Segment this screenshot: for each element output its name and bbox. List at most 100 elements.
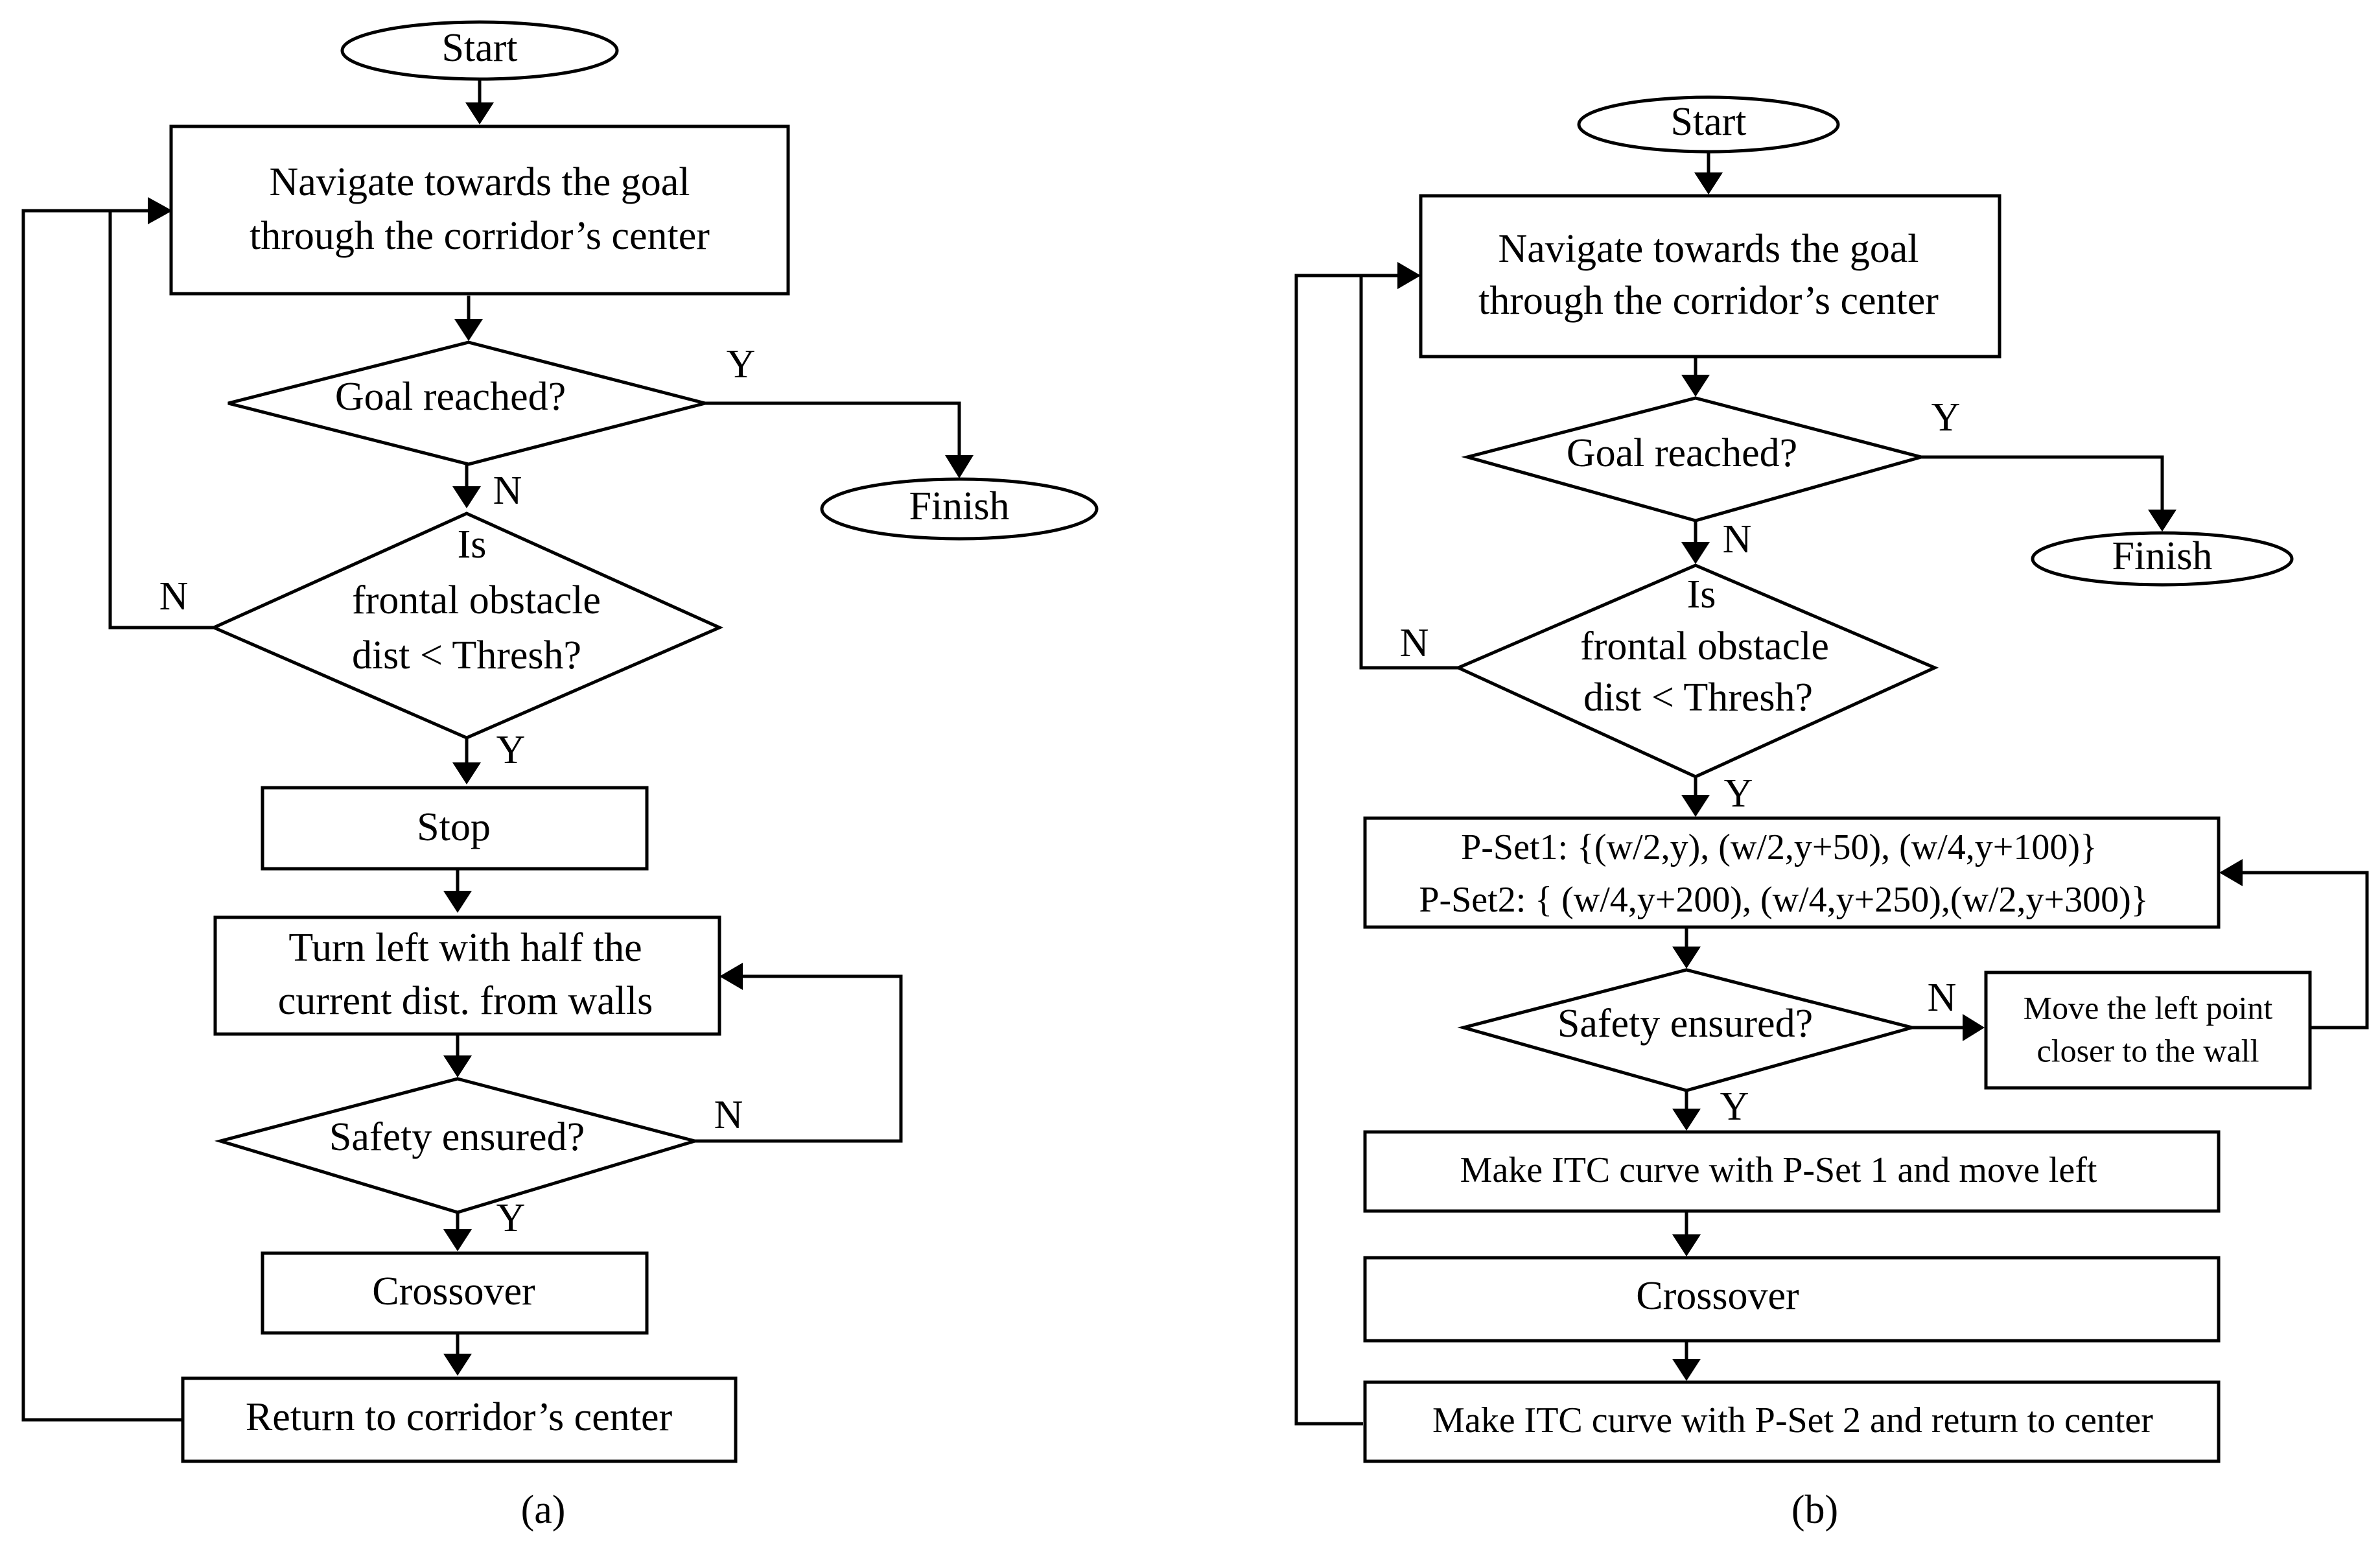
arrowhead-safety-a	[443, 1055, 472, 1077]
navigate-line2-a: through the corridor’s center	[250, 214, 710, 258]
obstacle-no-label-b: N	[1400, 621, 1429, 665]
turn-line1-a: Turn left with half the	[288, 926, 642, 970]
start-label-a: Start	[441, 26, 517, 70]
arrowhead-return-a	[443, 1354, 472, 1376]
goal-decision-a	[228, 340, 706, 466]
goal-decision-b	[1461, 396, 1928, 523]
itc1-label-b: Make ITC curve with P-Set 1 and move lef…	[1460, 1150, 2097, 1190]
obstacle-line3-b: dist < Thresh?	[1583, 676, 1813, 720]
navigate-box-a	[169, 124, 790, 296]
pset2-label-b: P-Set2: { (w/4,y+200), (w/4,y+250),(w/2,…	[1419, 880, 2148, 920]
crossover-box-a	[261, 1251, 649, 1335]
arrow-goal-yes-to-finish-b	[1921, 455, 2164, 512]
obstacle-line1-b: Is	[1687, 572, 1716, 617]
finish-terminal-a	[820, 477, 1099, 541]
arrowhead-obstacle-a	[452, 486, 481, 508]
flowchart-a: Start Navigate towards the goal through …	[21, 20, 1099, 1532]
arrowhead-goal-a	[454, 319, 483, 341]
obstacle-no-label-a: N	[159, 574, 189, 618]
navigate-line1-a: Navigate towards the goal	[269, 160, 690, 204]
obstacle-decision-b	[1454, 563, 1939, 779]
navigate-line2-b: through the corridor’s center	[1478, 279, 1939, 323]
safety-yes-label-b: Y	[1720, 1085, 1749, 1129]
arrowhead-navigate-b	[1694, 172, 1723, 194]
start-terminal-b	[1577, 95, 1840, 154]
move-box-b	[1984, 971, 2312, 1090]
arrowhead-pset-b	[1681, 795, 1710, 817]
arrow-itc2-loop-b	[1294, 274, 1399, 1426]
pset-box-b	[1363, 816, 2221, 929]
arrowhead-goal-b	[1681, 375, 1710, 397]
move-line2-b: closer to the wall	[2037, 1032, 2259, 1068]
arrowhead-navigate-a	[465, 102, 494, 124]
turn-box-a	[213, 915, 721, 1036]
caption-b: (b)	[1791, 1488, 1838, 1532]
crossover-label-b: Crossover	[1636, 1274, 1799, 1318]
obstacle-decision-a	[209, 512, 724, 740]
obstacle-yes-label-b: Y	[1724, 771, 1753, 816]
crossover-label-a: Crossover	[372, 1269, 535, 1313]
arrowhead-itc2-b	[1672, 1359, 1701, 1381]
flowchart-b-arrowheads	[1397, 172, 2243, 1381]
safety-decision-b	[1457, 968, 1919, 1092]
stop-label-a: Stop	[417, 805, 491, 849]
arrowhead-navigate-loop-a	[148, 197, 172, 224]
arrow-safety-no-loop-a	[695, 974, 903, 1143]
arrowhead-obstacle-b	[1681, 542, 1710, 564]
itc1-box-b	[1363, 1130, 2221, 1213]
finish-terminal-b	[2031, 531, 2294, 587]
arrowhead-move-b	[1963, 1014, 1985, 1041]
flowchart-b-connectors	[1294, 152, 2369, 1426]
safety-no-label-a: N	[714, 1093, 743, 1137]
itc2-box-b	[1363, 1380, 2221, 1463]
arrowhead-crossover-a	[443, 1229, 472, 1251]
return-label-a: Return to corridor’s center	[246, 1395, 673, 1439]
arrowhead-itc1-b	[1672, 1109, 1701, 1131]
goal-yes-label-b: Y	[1931, 395, 1961, 440]
goal-decision-label-b: Goal reached?	[1567, 431, 1797, 475]
safety-decision-a	[214, 1077, 701, 1214]
pset1-label-b: P-Set1: {(w/2,y), (w/2,y+50), (w/4,y+100…	[1461, 827, 2097, 867]
goal-no-label-b: N	[1723, 517, 1752, 561]
navigate-box-b	[1419, 194, 2001, 359]
finish-label-b: Finish	[2112, 534, 2212, 578]
arrowhead-turn-loop-a	[719, 963, 743, 990]
safety-no-label-b: N	[1928, 976, 1957, 1020]
obstacle-line3-a: dist < Thresh?	[352, 633, 581, 677]
goal-decision-label-a: Goal reached?	[335, 375, 566, 419]
arrowhead-turn-a	[443, 891, 472, 913]
finish-label-a: Finish	[909, 484, 1009, 528]
safety-decision-label-a: Safety ensured?	[329, 1115, 585, 1159]
crossover-box-b	[1363, 1256, 2221, 1343]
flowchart-b: Start Navigate towards the goal through …	[1294, 95, 2369, 1532]
arrowhead-finish-a	[945, 455, 974, 478]
arrowhead-crossover-b	[1672, 1234, 1701, 1256]
move-line1-b: Move the left point	[2024, 989, 2273, 1026]
itc2-label-b: Make ITC curve with P-Set 2 and return t…	[1432, 1400, 2153, 1441]
arrowhead-stop-a	[452, 762, 481, 784]
arrowhead-safety-b	[1672, 947, 1701, 969]
arrow-return-loop-a	[21, 209, 183, 1422]
safety-yes-label-a: Y	[496, 1196, 526, 1240]
goal-no-label-a: N	[493, 469, 522, 513]
arrow-move-loop-to-pset-b	[2239, 871, 2369, 1030]
start-label-b: Start	[1670, 100, 1746, 144]
obstacle-line2-b: frontal obstacle	[1580, 624, 1829, 668]
safety-decision-label-b: Safety ensured?	[1558, 1002, 1813, 1046]
stop-box-a	[261, 786, 649, 871]
obstacle-yes-label-a: Y	[496, 728, 526, 772]
arrowhead-finish-b	[2148, 510, 2176, 532]
flowchart-a-arrowheads	[148, 102, 974, 1376]
turn-line2-a: current dist. from walls	[278, 979, 653, 1023]
obstacle-line1-a: Is	[458, 523, 487, 567]
navigate-line1-b: Navigate towards the goal	[1498, 227, 1919, 271]
start-terminal-a	[340, 20, 619, 81]
goal-yes-label-a: Y	[727, 342, 756, 386]
arrowhead-navigate-loop-b	[1397, 262, 1421, 289]
flowchart-a-connectors	[21, 79, 961, 1422]
obstacle-line2-a: frontal obstacle	[352, 578, 601, 622]
caption-a: (a)	[521, 1488, 566, 1532]
arrowhead-pset-loop-b	[2219, 859, 2243, 886]
return-box-a	[181, 1376, 738, 1463]
